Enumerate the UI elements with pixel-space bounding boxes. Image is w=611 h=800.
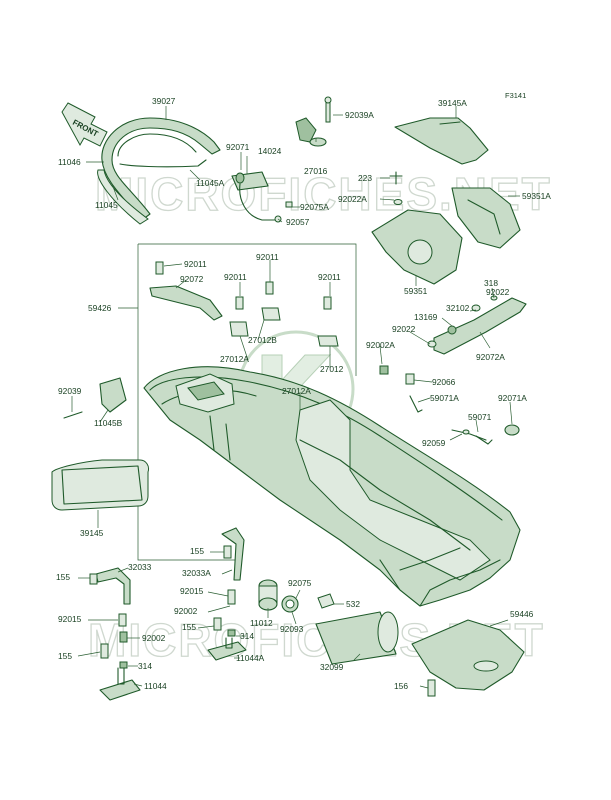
group-outline (137, 243, 357, 561)
label-223: 223 (358, 173, 372, 183)
label-11044A: 11044A (236, 653, 265, 663)
label-32033A: 32033A (182, 568, 211, 578)
label-59351A: 59351A (522, 191, 551, 201)
bolt-223 (389, 171, 403, 185)
label-92022A: 92022A (338, 194, 367, 204)
bolt-156 (427, 679, 436, 697)
label-92011-a: 92011 (184, 259, 207, 269)
label-92002-b: 92002 (142, 633, 166, 643)
label-59426: 59426 (88, 303, 112, 313)
label-314-b: 314 (138, 661, 152, 671)
label-318: 318 (484, 278, 498, 288)
clip-27012 (317, 335, 339, 347)
pad-39145A (394, 117, 489, 165)
steps (89, 527, 247, 701)
label-32033: 32033 (128, 562, 152, 572)
label-11045: 11045 (95, 200, 118, 210)
label-92022-b: 92022 (392, 324, 416, 334)
bolts-92011 (155, 261, 332, 310)
label-92093: 92093 (280, 624, 304, 634)
bracket-11045B (99, 377, 127, 413)
label-92011-d: 92011 (318, 272, 341, 282)
figure-code: F3141 (505, 91, 526, 100)
label-11045A: 11045A (196, 178, 225, 188)
label-92039A: 92039A (345, 110, 374, 120)
label-92075: 92075 (288, 578, 312, 588)
label-156: 156 (394, 681, 408, 691)
label-27012B: 27012B (248, 335, 277, 345)
label-92039: 92039 (58, 386, 82, 396)
label-92011-c: 92011 (256, 252, 279, 262)
cover-27016 (295, 96, 332, 147)
label-11012: 11012 (250, 618, 273, 628)
plate-92072 (149, 285, 223, 321)
hull-59426 (143, 366, 521, 607)
label-92072A: 92072A (476, 352, 505, 362)
cable-92057 (239, 183, 277, 221)
label-92059: 92059 (422, 438, 446, 448)
label-39145: 39145 (80, 528, 104, 538)
mat-39145 (51, 459, 149, 511)
label-59071: 59071 (468, 412, 492, 422)
label-155-b: 155 (56, 572, 70, 582)
label-39145A: 39145A (438, 98, 467, 108)
clip-27012A (229, 321, 249, 337)
label-14024: 14024 (258, 146, 282, 156)
label-59446: 59446 (510, 609, 534, 619)
label-27012: 27012 (320, 364, 344, 374)
bracket-92072A (433, 297, 527, 355)
label-314-a: 314 (240, 631, 254, 641)
label-92002A: 92002A (366, 340, 395, 350)
label-92002: 92002 (174, 606, 198, 616)
label-11045B: 11045B (94, 418, 123, 428)
label-59351: 59351 (404, 286, 428, 296)
label-32102: 32102 (446, 303, 470, 313)
label-13169: 13169 (414, 312, 438, 322)
clip-27012B (261, 307, 281, 321)
label-92057: 92057 (286, 217, 310, 227)
intake-parts (258, 579, 399, 665)
label-532: 532 (346, 599, 360, 609)
label-11044: 11044 (144, 681, 167, 691)
label-27016: 27016 (304, 166, 328, 176)
plate-59446 (411, 619, 525, 691)
screw-92039 (63, 411, 83, 419)
cap-92071 (235, 172, 245, 184)
label-27012A: 27012A (220, 354, 249, 364)
cover-59351A (451, 187, 521, 249)
label-155-d: 155 (58, 651, 72, 661)
label-92072: 92072 (180, 274, 204, 284)
label-92075A: 92075A (300, 202, 329, 212)
label-92071: 92071 (226, 142, 250, 152)
leader-lines (71, 106, 520, 689)
label-92011-b: 92011 (224, 272, 247, 282)
label-39027: 39027 (152, 96, 176, 106)
label-27012A-b: 27012A (282, 386, 311, 396)
label-59071A: 59071A (430, 393, 459, 403)
cap-92075A (285, 201, 293, 208)
label-155-a: 155 (190, 546, 204, 556)
front-arrow: FRONT (61, 102, 108, 147)
label-32099: 32099 (320, 662, 344, 672)
label-92015-a: 92015 (180, 586, 204, 596)
label-11046: 11046 (58, 157, 81, 167)
grab-handle (97, 117, 221, 225)
hardware-right (379, 365, 520, 445)
label-155-c: 155 (182, 622, 196, 632)
label-92015-b: 92015 (58, 614, 82, 624)
part-labels: 39027 11046 11045A 11045 92071 14024 920… (56, 96, 551, 691)
label-92022: 92022 (486, 287, 510, 297)
washer-92022A (393, 199, 403, 205)
label-92071A: 92071A (498, 393, 527, 403)
label-92066: 92066 (432, 377, 456, 387)
